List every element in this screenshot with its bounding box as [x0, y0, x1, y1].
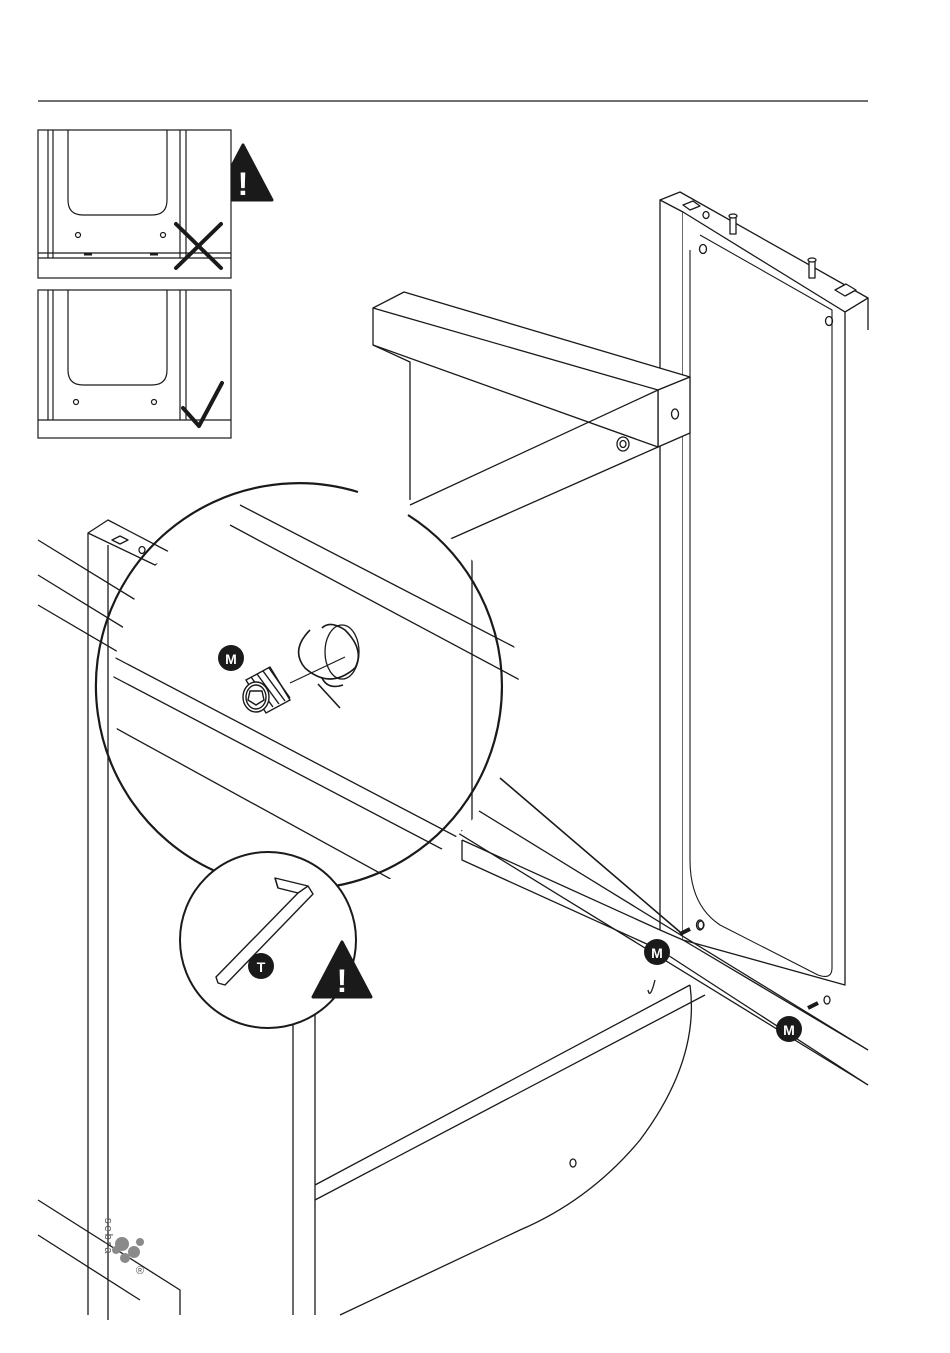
- right-end-panel: [660, 192, 868, 985]
- screw-part-label: M: [218, 645, 244, 671]
- svg-text:sebra: sebra: [102, 1218, 114, 1256]
- top-cross-beam: [373, 292, 690, 548]
- tool-part-label: T: [248, 953, 274, 979]
- svg-text:M: M: [783, 1022, 795, 1038]
- screw-part-label: M: [776, 1016, 802, 1042]
- front-bed-base: [293, 980, 705, 1315]
- callout-leader: [500, 778, 680, 932]
- svg-text:®: ®: [136, 1265, 146, 1277]
- correct-example: [38, 290, 231, 438]
- svg-text:!: !: [337, 963, 348, 999]
- svg-text:M: M: [651, 945, 663, 961]
- svg-text:M: M: [225, 651, 237, 667]
- tool-detail: T: [180, 852, 356, 1028]
- sebra-logo-mark-icon: [112, 1237, 144, 1263]
- svg-text:!: !: [238, 166, 249, 202]
- incorrect-example: [38, 130, 231, 278]
- svg-text:T: T: [257, 959, 266, 975]
- screw-part-label: M: [644, 939, 670, 965]
